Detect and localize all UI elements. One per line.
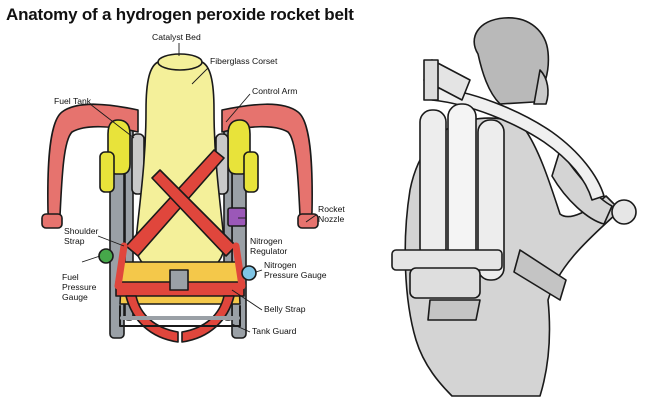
label-control-arm: Control Arm — [252, 86, 297, 96]
fuel-pressure-gauge — [98, 248, 114, 264]
wearer-illustration — [391, 17, 637, 397]
helmet — [473, 17, 550, 105]
label-fuel-pressure-gauge-2: Pressure — [62, 282, 97, 292]
wearer-control-arm — [431, 87, 605, 201]
nitrogen-regulator — [227, 207, 247, 227]
page-title: Anatomy of a hydrogen peroxide rocket be… — [6, 5, 354, 24]
wearer-tank-2 — [447, 103, 477, 275]
label-fuel-tank: Fuel Tank — [54, 96, 92, 106]
label-fuel-pressure-gauge-3: Gauge — [62, 292, 88, 302]
label-shoulder-strap-2: Strap — [64, 236, 85, 246]
label-rocket-nozzle-1: Rocket — [318, 204, 345, 214]
label-nitrogen-regulator-1: Nitrogen — [250, 236, 283, 246]
leader-lines — [81, 43, 317, 333]
wearer-tank-3 — [477, 119, 505, 281]
label-fiberglass-corset: Fiberglass Corset — [210, 56, 278, 66]
nitrogen-pressure-gauge — [241, 265, 257, 281]
rocket-belt-illustration — [41, 53, 319, 343]
label-nitrogen-pressure-gauge-1: Nitrogen — [264, 260, 297, 270]
label-nitrogen-pressure-gauge-2: Pressure Gauge — [264, 270, 327, 280]
label-tank-guard: Tank Guard — [252, 326, 297, 336]
label-nitrogen-regulator-2: Regulator — [250, 246, 287, 256]
label-shoulder-strap-1: Shoulder — [64, 226, 99, 236]
label-belly-strap: Belly Strap — [264, 304, 306, 314]
catalyst-bed — [157, 53, 203, 71]
label-catalyst-bed: Catalyst Bed — [152, 32, 201, 42]
part-labels: Catalyst Bed Fiberglass Corset Fuel Tank… — [54, 32, 345, 336]
wearer-tank-1 — [419, 109, 447, 261]
rocket-nozzle-left — [41, 213, 63, 229]
label-fuel-pressure-gauge-1: Fuel — [62, 272, 79, 282]
label-rocket-nozzle-2: Nozzle — [318, 214, 344, 224]
tank-guard — [119, 305, 241, 327]
hand-grip — [611, 199, 637, 225]
